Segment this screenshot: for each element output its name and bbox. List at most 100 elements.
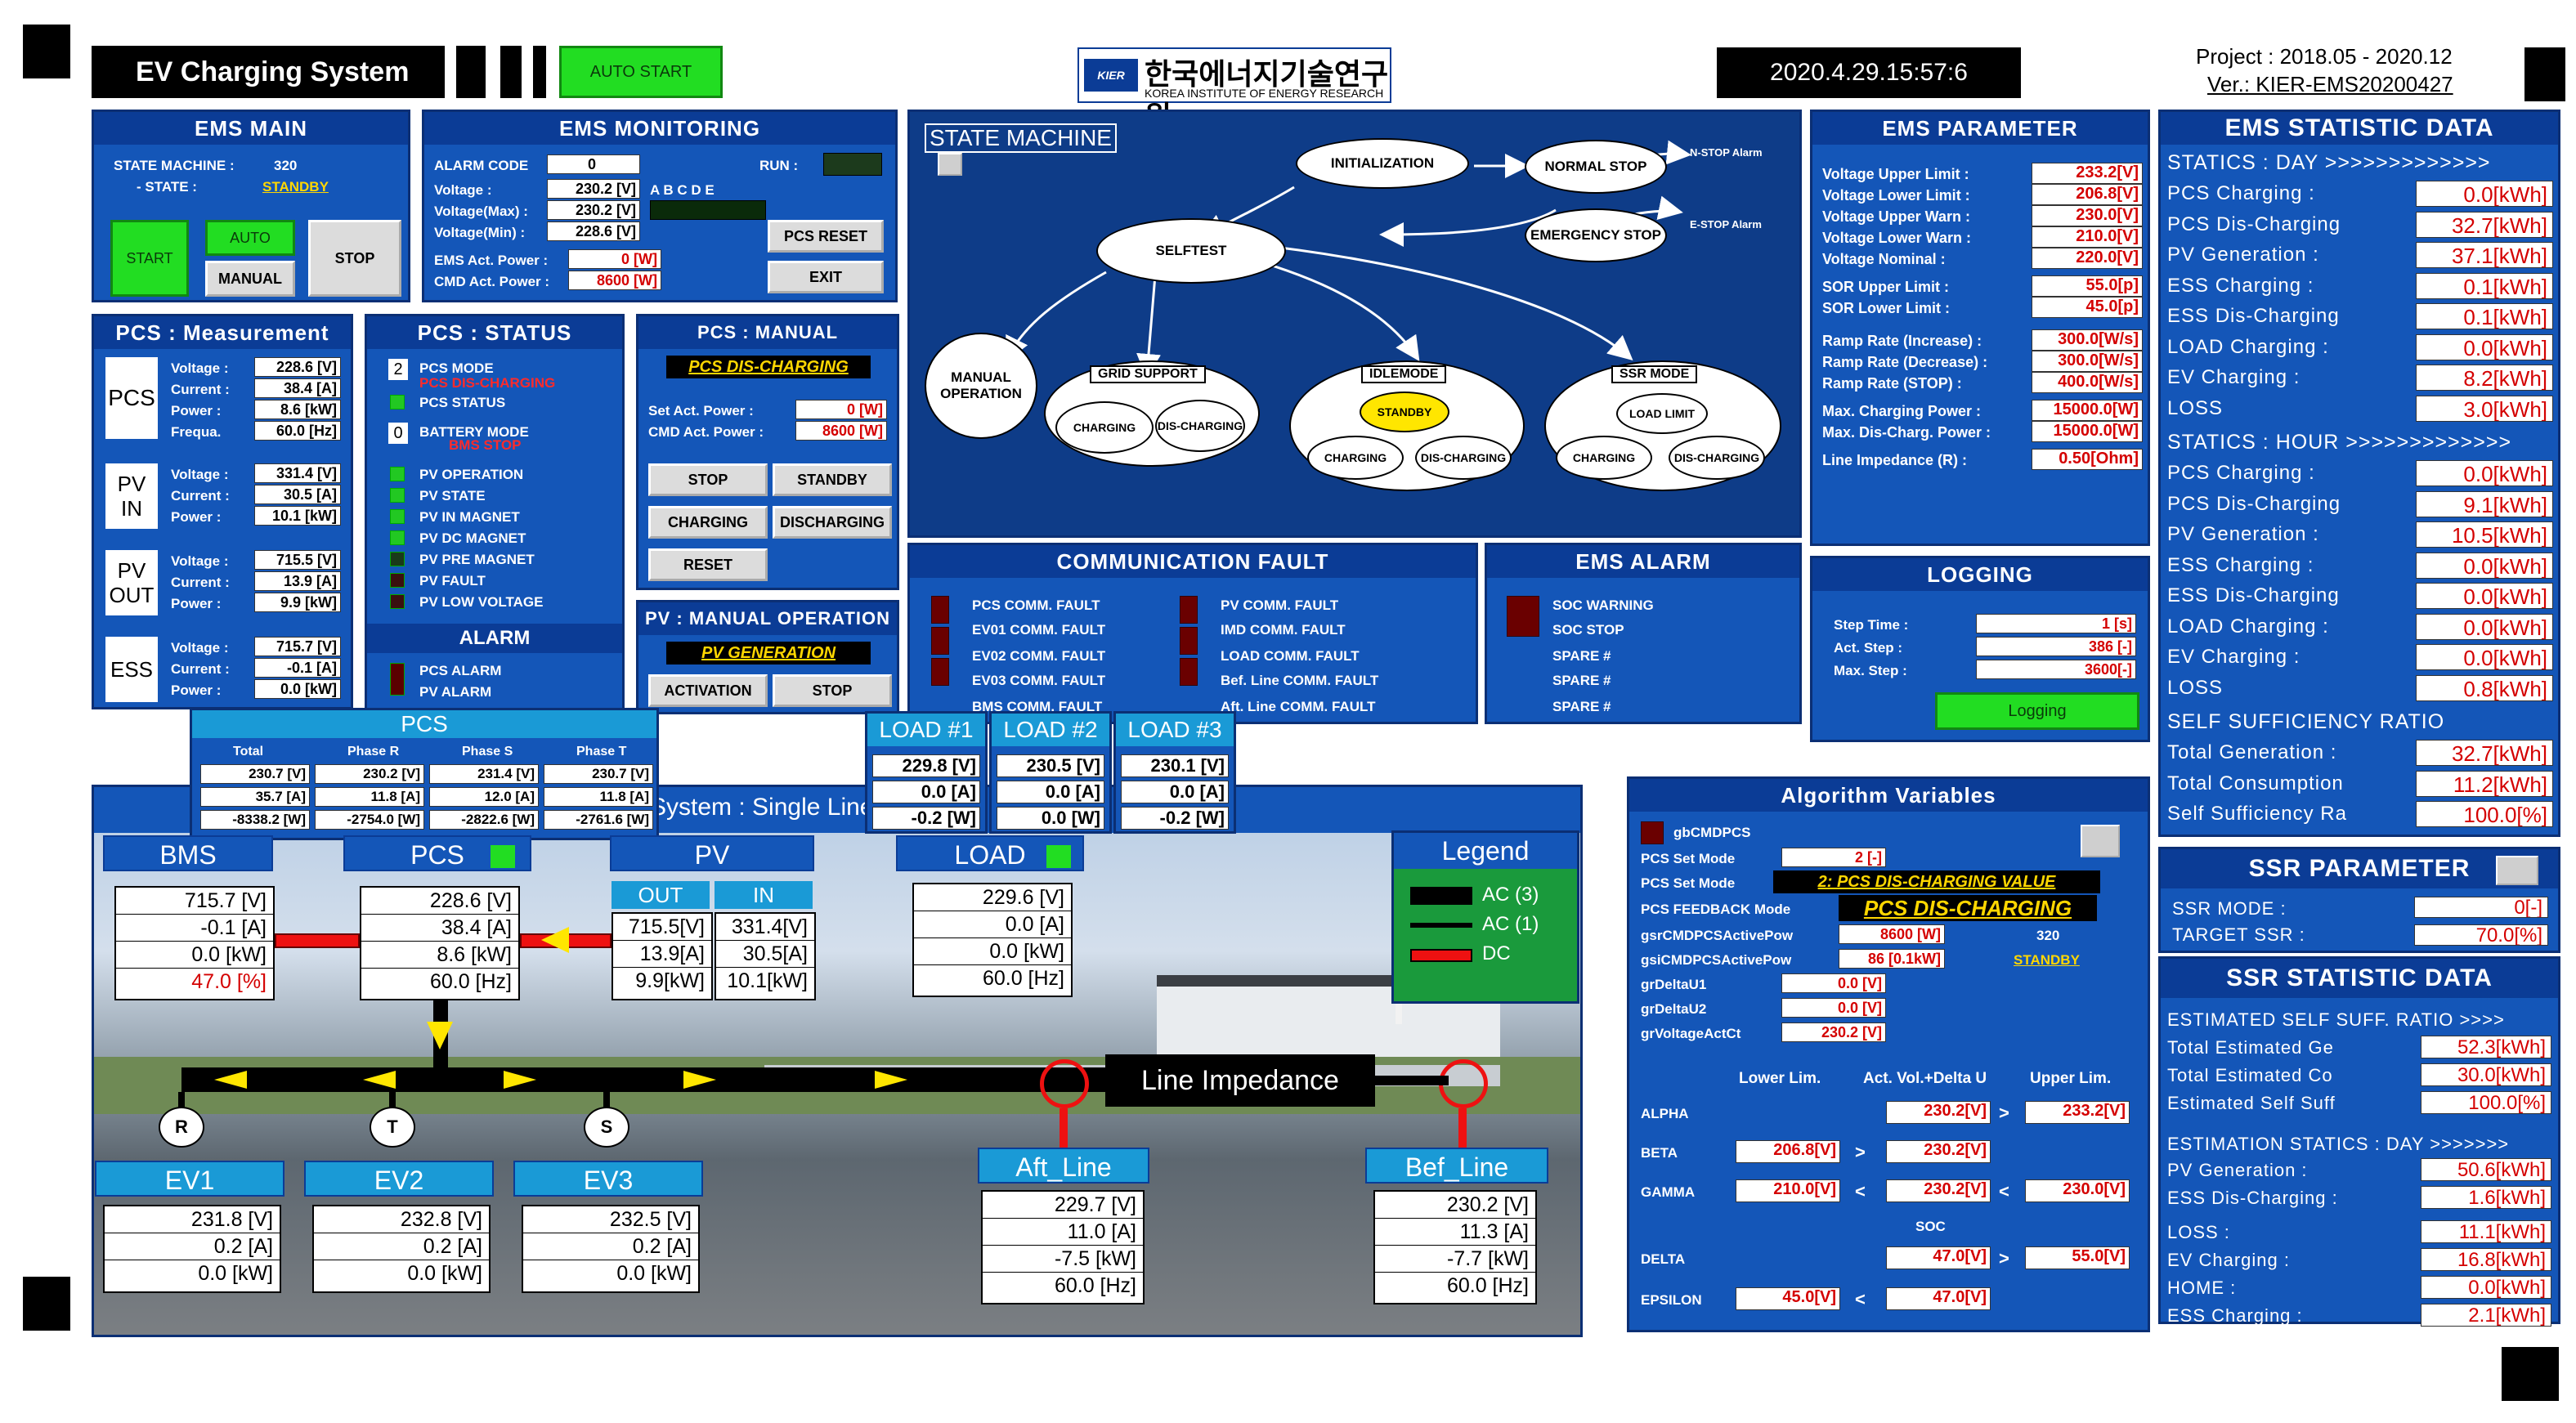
stat-label: PCS Dis-Charging bbox=[2167, 492, 2341, 515]
monitor-label: Voltage : bbox=[434, 182, 492, 198]
load-value: -0.2 [W] bbox=[872, 807, 980, 830]
algo-toggle[interactable] bbox=[2081, 825, 2120, 857]
fault-label: EV03 COMM. FAULT bbox=[972, 673, 1106, 688]
pcs-table-cell: 11.8 [A] bbox=[315, 787, 424, 807]
param-label: Ramp Rate (STOP) : bbox=[1822, 375, 1962, 392]
meas-group-label: ESS bbox=[105, 637, 158, 702]
phase-r-node: R bbox=[159, 1107, 204, 1148]
load-active-indicator bbox=[1046, 845, 1071, 868]
pv-stop-button[interactable]: STOP bbox=[773, 674, 892, 707]
state-machine-value: 320 bbox=[274, 158, 298, 173]
pcs-table-cell: 230.2 [V] bbox=[315, 764, 424, 784]
algo-sm-value: 320 bbox=[2036, 928, 2060, 943]
ssr-toggle[interactable] bbox=[2496, 856, 2538, 885]
param-value[interactable]: 206.8[V] bbox=[2032, 184, 2143, 205]
aft-line-row: -7.5 [kW] bbox=[983, 1246, 1143, 1273]
alarm-label: PV ALARM bbox=[419, 684, 492, 700]
pv-activation-button[interactable]: ACTIVATION bbox=[648, 674, 768, 707]
ssr-mode-input[interactable]: 0[-] bbox=[2414, 897, 2548, 918]
pcs-active-indicator bbox=[491, 845, 515, 868]
param-label: Ramp Rate (Increase) : bbox=[1822, 333, 1982, 349]
state-label: - STATE : bbox=[137, 179, 197, 195]
pv-out-data: 715.5[V] 13.9[A] 9.9[kW] bbox=[612, 912, 713, 1000]
ev-title: EV3 bbox=[513, 1161, 703, 1197]
line-impedance-label: Line Impedance bbox=[1105, 1054, 1375, 1107]
auto-button[interactable]: AUTO bbox=[205, 220, 295, 256]
stat-value: 32.7[kWh] bbox=[2416, 740, 2553, 766]
pcs-status-panel: PCS : STATUS 2 PCS MODE PCS DIS-CHARGING… bbox=[365, 314, 625, 714]
stat-label: ESS Dis-Charging bbox=[2167, 584, 2340, 606]
target-ssr-input[interactable]: 70.0[%] bbox=[2414, 924, 2548, 946]
load-system-row: 60.0 [Hz] bbox=[982, 967, 1064, 990]
param-value[interactable]: 0.50[Ohm] bbox=[2032, 449, 2143, 470]
param-value[interactable]: 220.0[V] bbox=[2032, 248, 2143, 269]
load-value: 229.8 [V] bbox=[872, 754, 980, 777]
bms-row: 715.7 [V] bbox=[116, 888, 273, 915]
auto-start-button[interactable]: AUTO START bbox=[559, 46, 723, 98]
param-value[interactable]: 300.0[W/s] bbox=[2032, 351, 2143, 372]
ev-data: 232.8 [V]0.2 [A]0.0 [kW] bbox=[312, 1205, 491, 1293]
manual-button[interactable]: MANUAL bbox=[205, 261, 295, 297]
param-label: Voltage Lower Warn : bbox=[1822, 230, 1972, 246]
stat-label: Total Consumption bbox=[2167, 772, 2344, 794]
param-value[interactable]: 230.0[V] bbox=[2032, 205, 2143, 226]
alpha-act: 230.2[V] bbox=[1886, 1101, 1991, 1124]
pcs-standby-button[interactable]: STANDBY bbox=[773, 463, 892, 496]
pv-in-label: IN bbox=[715, 881, 813, 909]
lt-sign: < bbox=[1999, 1181, 2009, 1201]
pcs-discharging-button[interactable]: DISCHARGING bbox=[773, 506, 892, 539]
alarm-label: PCS ALARM bbox=[419, 663, 502, 678]
logging-value[interactable]: 3600[-] bbox=[1976, 660, 2136, 679]
pv-out-row: 715.5[V] bbox=[613, 914, 711, 941]
cmd-indicator bbox=[1641, 821, 1664, 844]
set-power-input[interactable]: 0 [W] bbox=[795, 400, 887, 419]
state-machine-toggle[interactable] bbox=[938, 153, 962, 176]
meas-value: 38.4 [A] bbox=[254, 378, 341, 398]
pcs-reset-button[interactable]: PCS RESET bbox=[768, 220, 884, 253]
delta-act: 47.0[V] bbox=[1886, 1246, 1991, 1269]
exit-button[interactable]: EXIT bbox=[768, 261, 884, 293]
start-button[interactable]: START bbox=[110, 220, 189, 297]
meas-value: -0.1 [A] bbox=[254, 658, 341, 678]
phase-t-node: T bbox=[370, 1107, 415, 1148]
panel-title: PCS : MANUAL OPERATION bbox=[638, 316, 897, 375]
state-machine-label: STATE MACHINE : bbox=[114, 158, 235, 173]
monitor-label: CMD Act. Power : bbox=[434, 274, 550, 289]
pcs-table-header: Phase T bbox=[576, 745, 627, 758]
meas-label: Current : bbox=[171, 575, 230, 590]
fault-label: BMS COMM. FAULT bbox=[972, 699, 1103, 714]
param-value[interactable]: 15000.0[W] bbox=[2032, 400, 2143, 421]
param-value[interactable]: 300.0[W/s] bbox=[2032, 329, 2143, 351]
param-value[interactable]: 210.0[V] bbox=[2032, 226, 2143, 248]
stat-value: 0.0[kWh] bbox=[2416, 333, 2553, 360]
panel-title: EMS STATISTIC DATA bbox=[2161, 112, 2558, 145]
ev-row: 0.2 [A] bbox=[314, 1233, 489, 1260]
pv-in-row: 331.4[V] bbox=[716, 914, 814, 941]
ev-data: 231.8 [V]0.2 [A]0.0 [kW] bbox=[103, 1205, 281, 1293]
pcs-stop-button[interactable]: STOP bbox=[648, 463, 768, 496]
pcs-mode-number: 2 bbox=[388, 359, 408, 380]
monitor-label: Voltage(Max) : bbox=[434, 204, 528, 219]
algo-label: grDeltaU2 bbox=[1641, 1001, 1707, 1017]
param-value[interactable]: 55.0[p] bbox=[2032, 275, 2143, 297]
epsilon-act: 47.0[V] bbox=[1886, 1287, 1991, 1310]
stat-label: ESS Charging : bbox=[2167, 553, 2314, 576]
param-value[interactable]: 400.0[W/s] bbox=[2032, 372, 2143, 393]
alarm-title: ALARM bbox=[367, 624, 622, 653]
epsilon-lower: 45.0[V] bbox=[1736, 1287, 1840, 1310]
stop-button[interactable]: STOP bbox=[308, 220, 401, 297]
logging-value: 386 [-] bbox=[1976, 637, 2136, 656]
param-value[interactable]: 15000.0[W] bbox=[2032, 421, 2143, 442]
pcs-charging-button[interactable]: CHARGING bbox=[648, 506, 768, 539]
logging-button[interactable]: Logging bbox=[1935, 692, 2139, 730]
load-value: 0.0 [W] bbox=[997, 807, 1104, 830]
param-value[interactable]: 45.0[p] bbox=[2032, 297, 2143, 318]
param-value[interactable]: 233.2[V] bbox=[2032, 163, 2143, 184]
pcs-table-header: Phase S bbox=[462, 745, 513, 758]
pcs-reset-button[interactable]: RESET bbox=[648, 548, 768, 581]
substate-charging: CHARGING bbox=[1055, 401, 1154, 454]
logging-value[interactable]: 1 [s] bbox=[1976, 614, 2136, 633]
